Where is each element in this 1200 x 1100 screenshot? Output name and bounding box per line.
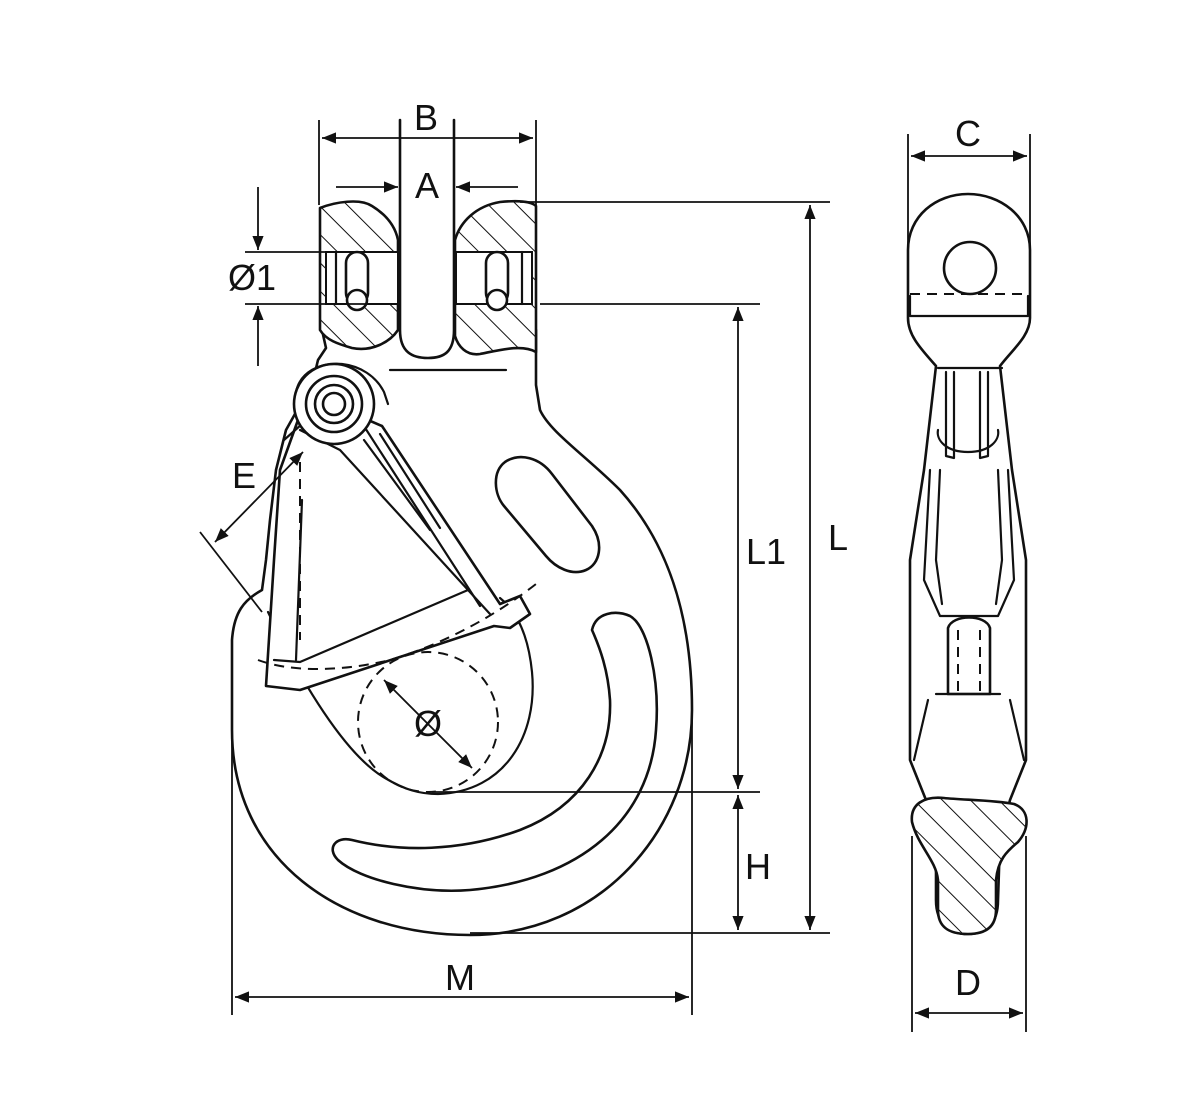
label-a: A: [415, 165, 439, 206]
label-phi: Ø: [414, 703, 442, 744]
label-l1: L1: [746, 531, 786, 572]
label-b: B: [414, 97, 438, 138]
clevis-slot: [398, 118, 456, 360]
throat-edge: [266, 596, 534, 796]
label-c: C: [955, 113, 981, 154]
label-m: M: [445, 957, 475, 998]
safety-latch: [264, 398, 532, 692]
body-slot-lower: [331, 611, 659, 892]
label-h: H: [745, 846, 771, 887]
side-section-hatched: [910, 796, 1028, 936]
label-d: D: [955, 962, 981, 1003]
bore-circle-hidden: [357, 651, 499, 793]
dimension-lines-side: [907, 134, 1031, 1032]
dimension-lines-front: [199, 120, 830, 1015]
body-slot-upper: [494, 455, 601, 574]
label-l: L: [828, 517, 848, 558]
side-latch-tongue: [946, 616, 992, 696]
side-body: [906, 192, 1032, 936]
hook-side-view: [906, 192, 1032, 936]
label-phi1: Ø1: [228, 257, 276, 298]
side-eye-hole: [942, 240, 998, 296]
hook-front-view: [230, 118, 694, 937]
label-e: E: [232, 455, 256, 496]
